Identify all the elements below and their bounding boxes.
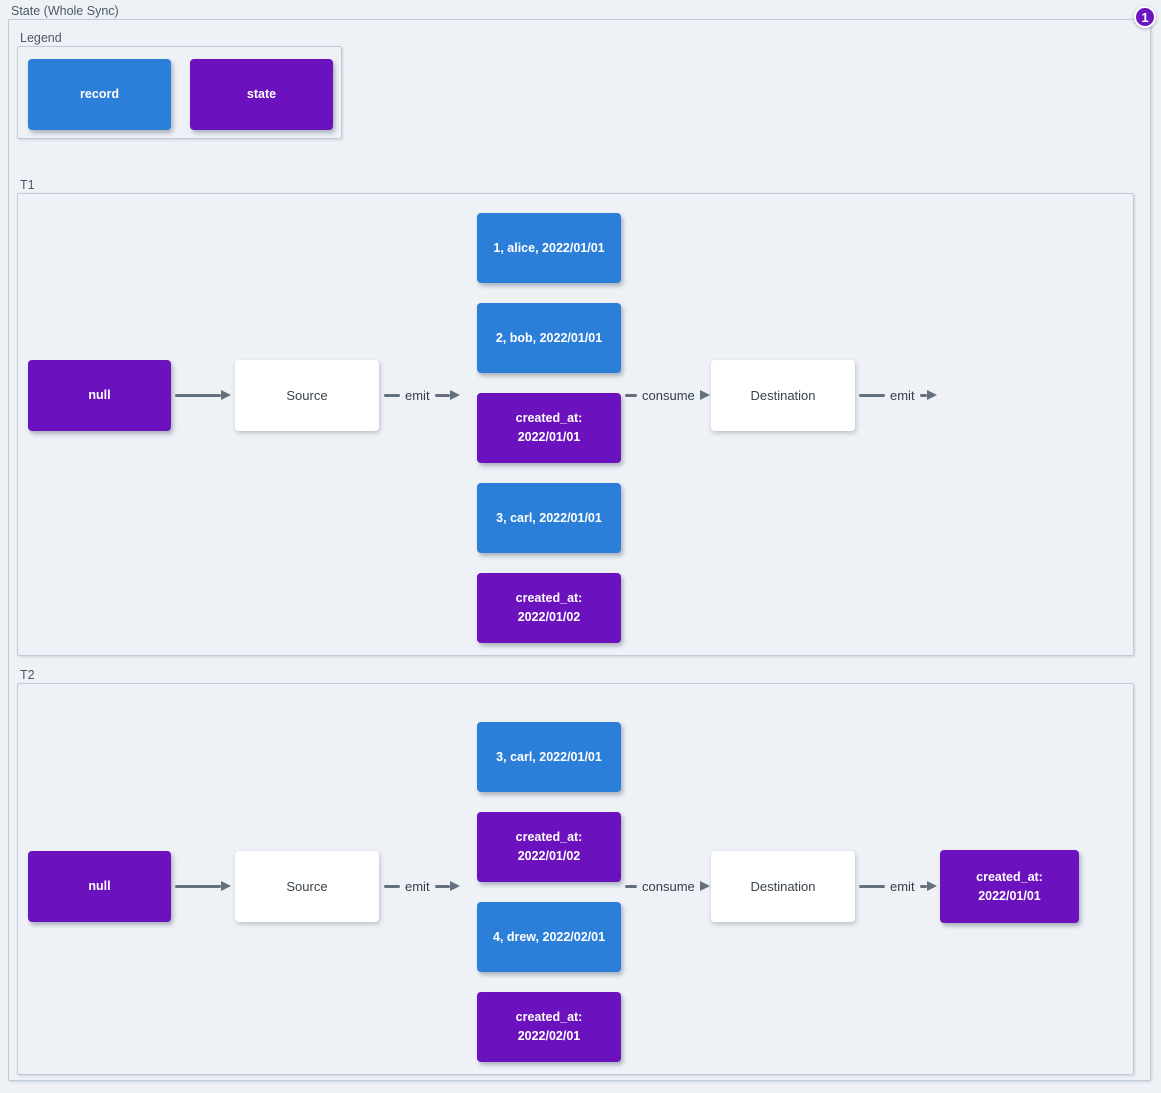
arrow-right-icon [927,390,937,400]
edge-source-emit: emit [384,387,460,403]
edge-line [859,393,885,397]
edge-line [384,884,400,888]
node-record: 3, carl, 2022/01/01 [477,722,621,792]
edge-destination-emit: emit [859,387,937,403]
edge-label-emit: emit [890,878,915,894]
edge-label-emit: emit [890,387,915,403]
node-record: 1, alice, 2022/01/01 [477,213,621,283]
node-emitted-state: created_at: 2022/01/01 [940,850,1079,923]
edge-destination-emit: emit [859,878,937,894]
edge-line [919,884,927,888]
arrow-right-icon [450,881,460,891]
edge-label-consume: consume [642,878,695,894]
edge-line [919,393,927,397]
container-t2: T2 null Source emit 3, carl, 2022/01/01 … [17,668,1134,1075]
section-label-t2: T2 [20,668,35,682]
edge-label-emit: emit [405,387,430,403]
edge-line [859,884,885,888]
edge-null-to-source [175,387,231,403]
node-state: created_at: 2022/02/01 [477,992,621,1062]
edge-line [625,884,637,888]
edge-line [175,393,221,397]
edge-line [384,393,400,397]
arrow-right-icon [221,881,231,891]
legend-state-node: state [190,59,333,130]
edge-stack-consume: consume [625,878,710,894]
section-label-t1: T1 [20,178,35,192]
node-null: null [28,360,171,431]
node-state: created_at: 2022/01/02 [477,812,621,882]
edge-stack-consume: consume [625,387,710,403]
arrow-right-icon [450,390,460,400]
edge-line [434,393,450,397]
node-state: created_at: 2022/01/01 [477,393,621,463]
container-legend: Legend record state [17,31,342,139]
edge-source-emit: emit [384,878,460,894]
container-state-whole-sync: State (Whole Sync) Legend record state T… [8,4,1151,1081]
arrow-right-icon [927,881,937,891]
node-null: null [28,851,171,922]
node-record: 4, drew, 2022/02/01 [477,902,621,972]
arrow-right-icon [699,390,710,400]
arrow-right-icon [221,390,231,400]
diagram-title: State (Whole Sync) [11,4,119,18]
node-source: Source [235,851,379,922]
node-destination: Destination [711,851,855,922]
node-record: 3, carl, 2022/01/01 [477,483,621,553]
legend-record-node: record [28,59,171,130]
legend-label: Legend [20,31,62,45]
edge-null-to-source [175,878,231,894]
edge-label-consume: consume [642,387,695,403]
node-destination: Destination [711,360,855,431]
arrow-right-icon [699,881,710,891]
edge-line [175,884,221,888]
container-t1: T1 null Source emit 1, alice, 2022/01/01… [17,178,1134,656]
node-source: Source [235,360,379,431]
edge-line [434,884,450,888]
node-state: created_at: 2022/01/02 [477,573,621,643]
edge-line [625,393,637,397]
node-record: 2, bob, 2022/01/01 [477,303,621,373]
edge-label-emit: emit [405,878,430,894]
step-badge: 1 [1134,6,1156,28]
